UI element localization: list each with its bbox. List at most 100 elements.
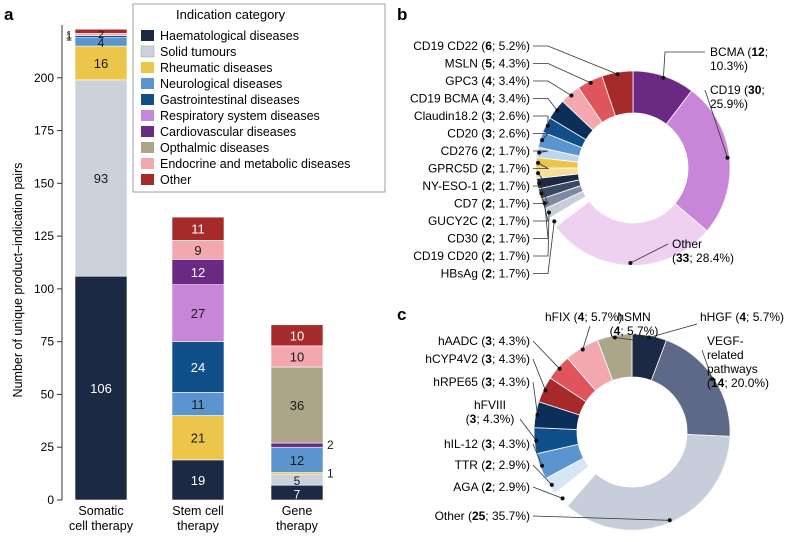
bar-segment (74, 28, 128, 34)
bar-data-label: 5 (294, 474, 301, 488)
bar-segment (171, 341, 225, 393)
bar-segment (270, 324, 324, 347)
leader-dot (536, 171, 541, 176)
leader-line (532, 486, 563, 499)
leader-line (533, 80, 572, 96)
panel-label-a: a (4, 5, 14, 24)
slice-label-vegf-related-pathways: related (707, 348, 744, 362)
slice-label-hsmn: hSMN (617, 310, 650, 324)
leader-line (533, 212, 550, 257)
bar-data-label: 21 (191, 431, 205, 446)
slice-label-vegf-related-pathways: pathways (707, 362, 758, 376)
y-tick-label: 0 (47, 493, 54, 507)
slice-label-hcyp4v2: hCYP4V2 (3; 4.3%) (425, 352, 530, 366)
leader-dot (615, 72, 620, 77)
legend-swatch (140, 45, 155, 58)
bar-segment (171, 259, 225, 285)
bar-segment (171, 415, 225, 461)
leader-line (533, 203, 549, 239)
bar-data-label: 11 (191, 397, 205, 412)
legend-box (132, 3, 386, 193)
leader-line (701, 349, 713, 380)
slice-label-cd276: CD276 (2; 1.7%) (441, 144, 530, 158)
slice-label-aga: AGA (2; 2.9%) (453, 480, 530, 494)
bar-data-label: 2 (327, 438, 334, 452)
leader-dot (725, 155, 730, 160)
bar-segment (171, 216, 225, 241)
slice-label-hfviii: hFVIII (474, 398, 506, 412)
slice-label-Other: Other (672, 237, 702, 251)
legend-swatch (141, 78, 154, 89)
leader-line (533, 133, 549, 141)
legend-entry: Opthalmic diseases (160, 141, 269, 155)
legend-swatch (141, 110, 154, 121)
bar-data-label: 1 (66, 30, 72, 42)
leader-dot (537, 150, 542, 155)
leader-dot (628, 261, 633, 266)
x-tick-label: therapy (177, 519, 219, 533)
bar-data-label: 2 (98, 29, 104, 41)
leader-line (533, 162, 550, 169)
legend-entry: Endocrine and metabolic diseases (160, 157, 350, 171)
bar-data-label: 19 (191, 473, 205, 488)
leader-line (532, 381, 538, 415)
slice-label-CD19: 25.9%) (710, 97, 748, 111)
legend-entry: Haematological diseases (160, 29, 299, 43)
x-tick-label: Stem cell (172, 504, 223, 518)
slice-label-gprc5d: GPRC5D (2; 1.7%) (428, 162, 530, 176)
slice-label-CD19: CD19 (30; (710, 83, 765, 97)
slice-label-hbsag: HBsAg (2; 1.7%) (441, 267, 530, 281)
slice-label-hhgf: hHGF (4; 5.7%) (700, 310, 784, 324)
slice-label-hfix: hFIX (4; 5.7%) (545, 310, 622, 324)
legend-entry: Rheumatic diseases (160, 61, 273, 75)
legend: Indication category Haematological disea… (132, 3, 386, 193)
bar-segment (171, 284, 225, 342)
slice-label-hsmn: (4; 5.7%) (610, 324, 659, 338)
legend-entry: Solid tumours (160, 45, 236, 59)
leader-dot (647, 335, 652, 340)
x-tick-label: cell therapy (69, 519, 134, 533)
bar-segment (270, 366, 324, 444)
leader-dot (588, 80, 593, 85)
slice-label-gpc3: GPC3 (4; 3.4%) (445, 74, 530, 88)
legend-swatch (141, 174, 154, 185)
slice-label-cd19-cd20: CD19 CD20 (2; 1.7%) (413, 249, 530, 263)
leader-line (630, 243, 669, 264)
leader-dot (539, 191, 544, 196)
bar-data-label: 1 (66, 32, 72, 44)
legend-entry: Gastrointestinal diseases (160, 93, 300, 107)
leader-dot (612, 335, 617, 340)
y-tick-label: 100 (34, 282, 54, 296)
bar-data-label: 10 (290, 349, 304, 364)
bar-segment (270, 446, 324, 473)
leader-dot (537, 181, 542, 186)
bar-data-label: 16 (94, 56, 108, 71)
leader-dot (534, 438, 539, 443)
x-tick-label: Gene (282, 504, 313, 518)
legend-entry: Respiratory system diseases (160, 109, 320, 123)
slice-label-Other: (33; 28.4%) (672, 251, 734, 265)
slice-label-haadc: hAADC (3; 4.3%) (438, 334, 530, 348)
slice-label-vegf-related-pathways: VEGF- (707, 334, 744, 348)
leader-line (533, 172, 549, 187)
leader-dot (661, 75, 666, 80)
y-axis-label: Number of unique product–indication pair… (11, 163, 25, 398)
donut-outline (535, 70, 731, 266)
leader-line (532, 515, 670, 521)
y-tick-label: 25 (41, 440, 55, 454)
legend-swatch (141, 62, 154, 73)
slice-label-BCMA: BCMA (12; (710, 45, 768, 59)
leader-dot (569, 93, 574, 98)
leader-line (532, 340, 560, 370)
leader-dot (535, 412, 540, 417)
leader-line (533, 115, 549, 126)
legend-swatch (141, 142, 154, 153)
legend-swatch (141, 30, 154, 41)
bar-data-label: 27 (191, 306, 205, 321)
panel-label-c: c (397, 305, 406, 324)
slice-label-BCMA: 10.3%) (710, 59, 748, 73)
bar-data-label: 106 (90, 381, 112, 396)
leader-line (704, 89, 728, 158)
